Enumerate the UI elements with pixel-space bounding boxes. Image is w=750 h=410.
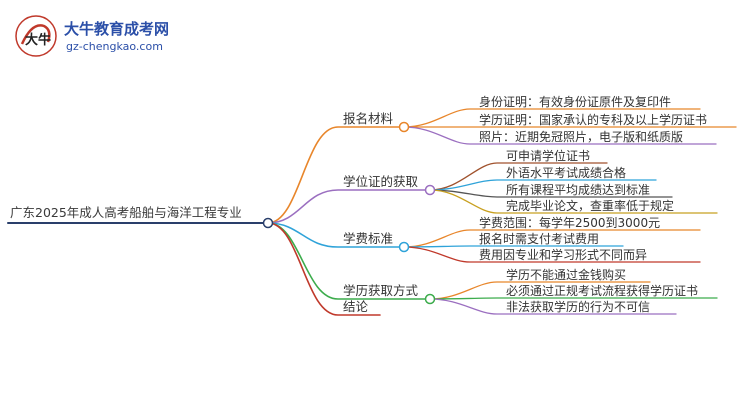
leaf-node[interactable]: 可申请学位证书 [506, 149, 591, 163]
leaf-node[interactable]: 照片：近期免冠照片，电子版和纸质版 [479, 130, 684, 144]
logo-mark-text: 大牛 [25, 32, 51, 48]
branch-node-degree[interactable]: 学位证的获取 [343, 174, 419, 189]
leaf-node[interactable]: 学费范围：每学年2500到3000元 [479, 216, 661, 230]
leaf-node[interactable]: 必须通过正规考试流程获得学历证书 [506, 284, 699, 298]
logo-url: gz-chengkao.com [66, 40, 163, 53]
branch-node-acquisition[interactable]: 学历获取方式 [343, 283, 419, 298]
branch-connector [267, 222, 381, 316]
leaf-connector [429, 189, 718, 214]
leaf-node[interactable]: 费用因专业和学习形式不同而异 [479, 248, 648, 262]
leaf-connector [403, 126, 717, 145]
leaf-node[interactable]: 非法获取学历的行为不可信 [506, 300, 651, 314]
leaf-connector [429, 298, 677, 315]
leaf-node[interactable]: 学历证明：国家承认的专科及以上学历证书 [479, 113, 708, 127]
branch-node-tuition[interactable]: 学费标准 [343, 231, 394, 246]
leaf-connector [403, 246, 701, 263]
root-toggle-icon[interactable] [262, 217, 274, 229]
root-node[interactable]: 广东2025年成人高考船舶与海洋工程专业 [10, 205, 242, 220]
branch-connector [267, 189, 431, 224]
branch-toggle-icon[interactable] [424, 293, 436, 305]
logo-title: 大牛教育成考网 [64, 20, 170, 38]
logo-mark-icon: 大牛 [15, 15, 57, 57]
branch-toggle-icon[interactable] [398, 121, 410, 133]
leaf-connector [403, 245, 624, 248]
leaf-node[interactable]: 所有课程平均成绩达到标准 [506, 183, 651, 197]
leaf-node[interactable]: 完成毕业论文，查重率低于规定 [506, 199, 675, 213]
leaf-connector [429, 297, 718, 300]
leaf-node[interactable]: 身份证明：有效身份证原件及复印件 [479, 95, 672, 109]
leaf-node[interactable]: 外语水平考试成绩合格 [506, 166, 627, 180]
branch-node-conclusion[interactable]: 结论 [343, 299, 369, 314]
branch-toggle-icon[interactable] [398, 241, 410, 253]
leaf-node[interactable]: 报名时需支付考试费用 [479, 232, 600, 246]
branch-connector [267, 222, 405, 248]
branch-connector [267, 126, 405, 224]
branch-toggle-icon[interactable] [424, 184, 436, 196]
branch-node-materials[interactable]: 报名材料 [343, 111, 394, 126]
site-logo[interactable]: 大牛 大牛教育成考网 gz-chengkao.com [14, 14, 184, 58]
leaf-node[interactable]: 学历不能通过金钱购买 [506, 268, 627, 282]
